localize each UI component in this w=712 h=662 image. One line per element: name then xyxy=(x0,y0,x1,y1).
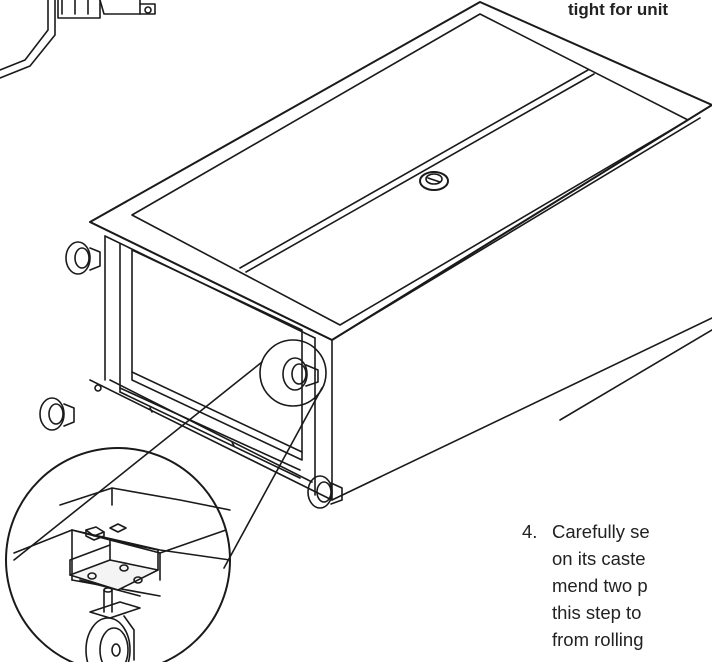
step-number: 4. xyxy=(522,521,538,542)
step-4-instruction: 4. Carefully se on its caste mend two p … xyxy=(522,518,650,653)
caster-front-left xyxy=(65,241,101,275)
instruction-line: mend two p xyxy=(552,575,648,596)
partial-heading: tight for unit xyxy=(568,0,669,19)
instruction-line: Carefully se xyxy=(552,521,650,542)
partial-bracket-drawing xyxy=(0,0,156,79)
instruction-line: on its caste xyxy=(552,548,646,569)
instruction-line: from rolling xyxy=(552,629,644,650)
caster-rear-right xyxy=(307,475,343,509)
side-edge-line xyxy=(559,329,712,421)
instruction-line: this step to xyxy=(552,602,642,623)
caster-front-right xyxy=(282,357,319,391)
caster-rear-left xyxy=(39,397,75,431)
caster-detail-view xyxy=(5,447,231,662)
detail-callout xyxy=(13,339,327,569)
cabinet-body xyxy=(89,1,712,501)
